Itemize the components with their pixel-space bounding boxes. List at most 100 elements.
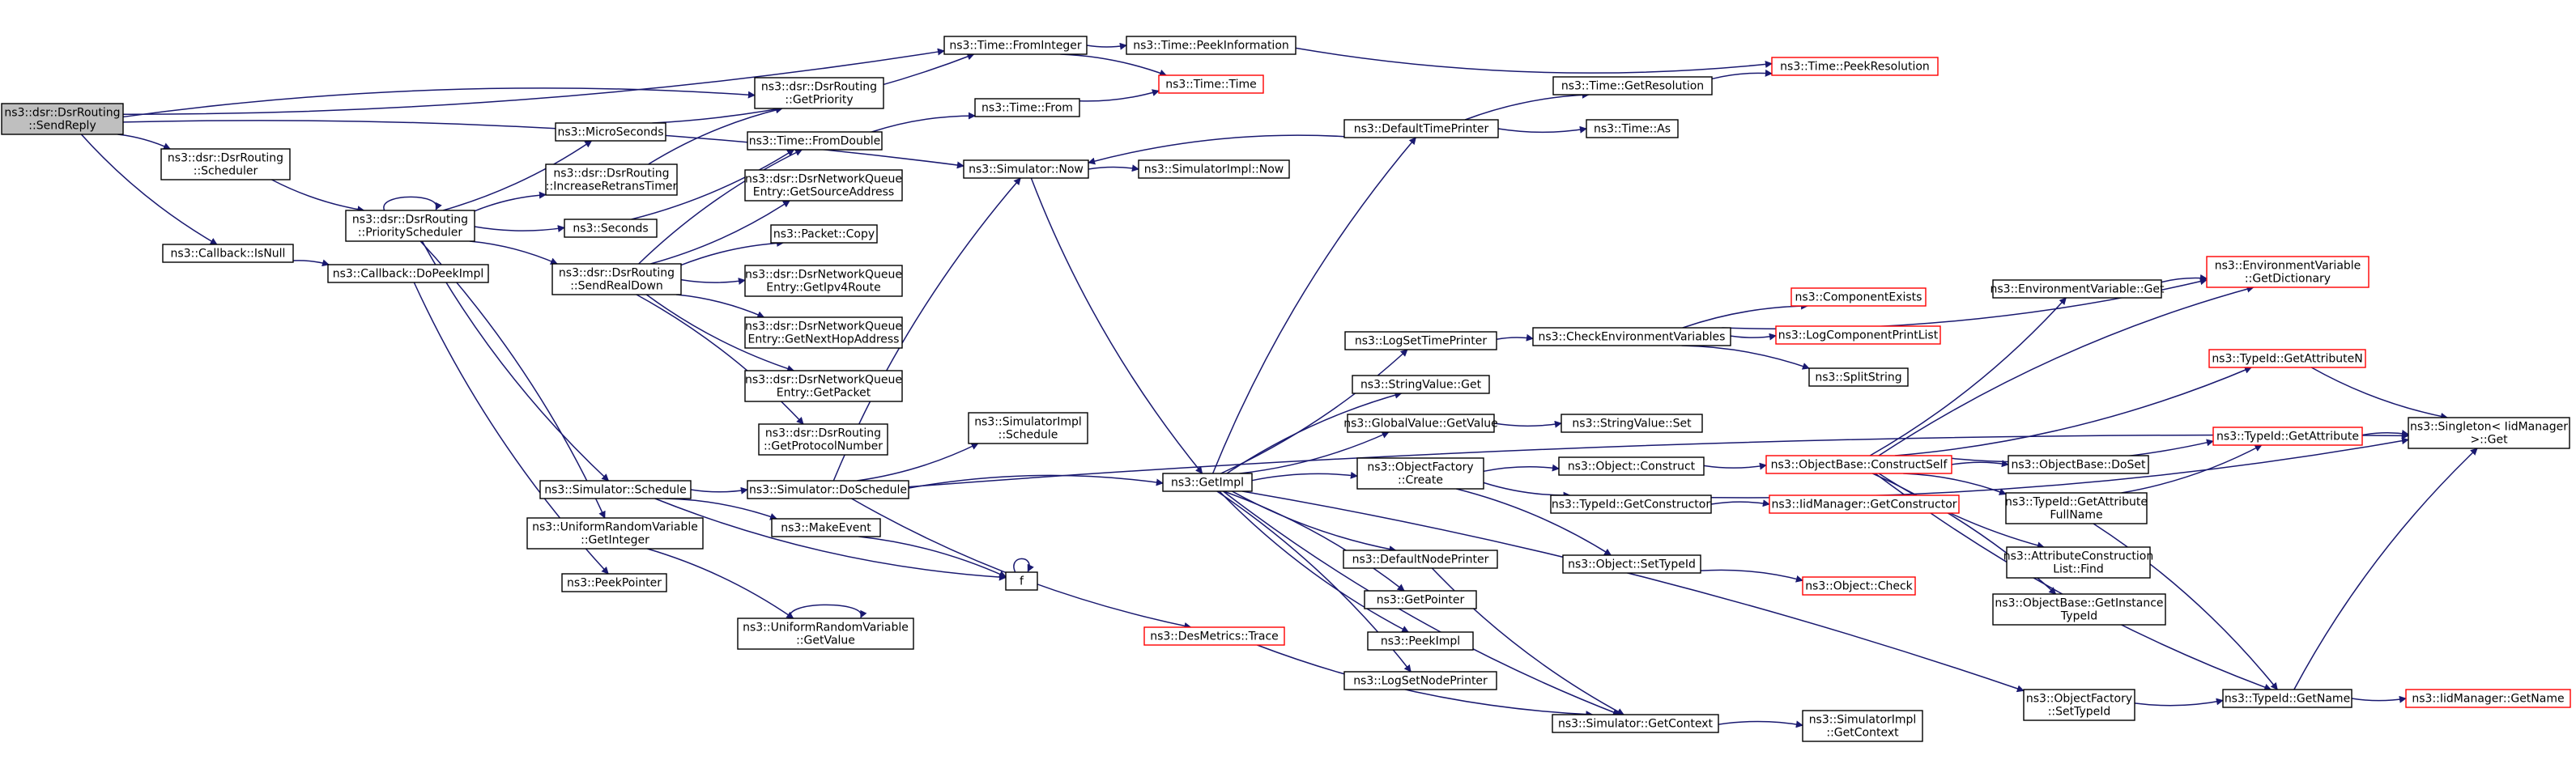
node-microseconds[interactable]: ns3::MicroSeconds — [555, 122, 666, 142]
node-objectBaseConstructSelf[interactable]: ns3::ObjectBase::ConstructSelf — [1765, 455, 1952, 474]
node-timeGetRes[interactable]: ns3::Time::GetResolution — [1552, 76, 1713, 96]
node-defaultNodePrinter[interactable]: ns3::DefaultNodePrinter — [1343, 550, 1498, 569]
node-peekPointer[interactable]: ns3::PeekPointer — [561, 573, 667, 592]
node-label: Entry::GetPacket — [777, 387, 871, 400]
node-label: ns3::LogSetTimePrinter — [1355, 335, 1488, 348]
node-getPacket[interactable]: ns3::dsr::DsrNetworkQueueEntry::GetPacke… — [744, 370, 903, 402]
node-box — [526, 517, 704, 550]
node-checkEnvVars[interactable]: ns3::CheckEnvironmentVariables — [1532, 327, 1731, 346]
node-label: ns3::GetImpl — [1171, 477, 1244, 490]
node-f[interactable]: f — [1005, 571, 1038, 591]
call-edge-typeIdGetAttributeN-to-singletonGet — [2310, 367, 2448, 420]
node-timeAs[interactable]: ns3::Time::As — [1586, 119, 1679, 138]
node-label: ns3::Time::FromDouble — [749, 135, 881, 148]
node-doSchedule[interactable]: ns3::Simulator::DoSchedule — [747, 480, 909, 499]
node-defaultTimePrinter[interactable]: ns3::DefaultTimePrinter — [1343, 119, 1499, 138]
node-box — [1802, 710, 1923, 742]
node-typeIdGetConstructor[interactable]: ns3::TypeId::GetConstructor — [1550, 494, 1712, 514]
node-objectConstruct[interactable]: ns3::Object::Construct — [1558, 456, 1705, 476]
node-increaseRetrans[interactable]: ns3::dsr::DsrRouting::IncreaseRetransTim… — [545, 163, 678, 196]
node-stringValueGet[interactable]: ns3::StringValue::Get — [1352, 375, 1490, 394]
node-isnull[interactable]: ns3::Callback::IsNull — [162, 244, 294, 263]
node-peekImpl[interactable]: ns3::PeekImpl — [1367, 631, 1474, 651]
node-typeIdGetAttributeN[interactable]: ns3::TypeId::GetAttributeN — [2208, 349, 2366, 368]
node-doPeekImpl[interactable]: ns3::Callback::DoPeekImpl — [327, 264, 489, 283]
node-label: ::SendReply — [28, 120, 96, 133]
node-box — [1356, 457, 1484, 490]
node-iidManagerGetConstructor[interactable]: ns3::IidManager::GetConstructor — [1769, 494, 1960, 514]
node-objectFactorySetTypeId[interactable]: ns3::ObjectFactory::SetTypeId — [2023, 689, 2135, 721]
node-label: ns3::Packet::Copy — [773, 228, 875, 241]
node-simImplNow[interactable]: ns3::SimulatorImpl::Now — [1138, 159, 1290, 179]
call-edge-getImpl-to-defaultNodePrinter — [1232, 490, 1397, 553]
node-label: ns3::dsr::DsrNetworkQueue — [745, 320, 902, 333]
node-typeIdGetAttribute[interactable]: ns3::TypeId::GetAttribute — [2212, 427, 2363, 446]
node-envVarGet[interactable]: ns3::EnvironmentVariable::Get — [1991, 279, 2165, 299]
node-objectCheck[interactable]: ns3::Object::Check — [1802, 576, 1916, 596]
node-box — [2023, 689, 2135, 721]
node-logComponentPrintList[interactable]: ns3::LogComponentPrintList — [1775, 325, 1941, 345]
node-getIpv4Route[interactable]: ns3::dsr::DsrNetworkQueueEntry::GetIpv4R… — [744, 265, 903, 297]
node-getProtocolNumber[interactable]: ns3::dsr::DsrRouting::GetProtocolNumber — [758, 423, 888, 456]
node-label: ns3::LogSetNodePrinter — [1353, 675, 1488, 688]
node-envVarGetDict[interactable]: ns3::EnvironmentVariable::GetDictionary — [2206, 256, 2369, 288]
call-arrow — [1710, 499, 1770, 507]
call-arrow — [636, 294, 804, 425]
node-logSetNodePrinter[interactable]: ns3::LogSetNodePrinter — [1343, 671, 1497, 690]
node-timeFrom[interactable]: ns3::Time::From — [974, 98, 1080, 117]
node-desMetrics[interactable]: ns3::DesMetrics::Trace — [1143, 626, 1285, 646]
node-prioritySched[interactable]: ns3::dsr::DsrRouting::PriorityScheduler — [345, 210, 475, 242]
node-box — [1344, 331, 1497, 350]
node-componentExists[interactable]: ns3::ComponentExists — [1790, 287, 1927, 307]
call-arrow — [650, 200, 790, 265]
node-simImplSchedule[interactable]: ns3::SimulatorImpl::Schedule — [968, 412, 1088, 444]
node-box — [1561, 414, 1703, 433]
node-iidManagerGetName[interactable]: ns3::IidManager::GetName — [2405, 689, 2571, 708]
node-uniformGetValue[interactable]: ns3::UniformRandomVariable::GetValue — [737, 618, 914, 650]
node-simSchedule[interactable]: ns3::Simulator::Schedule — [539, 480, 692, 499]
node-simGetContext[interactable]: ns3::Simulator::GetContext — [1552, 714, 1719, 733]
node-box — [1552, 714, 1719, 733]
node-scheduler[interactable]: ns3::dsr::DsrRouting::Scheduler — [160, 148, 291, 180]
node-timePeekRes[interactable]: ns3::Time::PeekResolution — [1771, 57, 1939, 76]
node-timeFromDouble[interactable]: ns3::Time::FromDouble — [747, 131, 883, 151]
node-getSourceAddress[interactable]: ns3::dsr::DsrNetworkQueueEntry::GetSourc… — [744, 169, 903, 202]
node-makeEvent[interactable]: ns3::MakeEvent — [771, 518, 881, 537]
node-sendRealDown[interactable]: ns3::dsr::DsrRouting::SendRealDown — [551, 263, 682, 295]
node-label: ns3::Object::SetTypeId — [1568, 558, 1696, 571]
node-label: ns3::dsr::DsrNetworkQueue — [745, 269, 902, 282]
node-getPriority[interactable]: ns3::dsr::DsrRouting::GetPriority — [754, 77, 884, 109]
node-splitString[interactable]: ns3::SplitString — [1808, 367, 1909, 387]
node-globalValueGetValue[interactable]: ns3::GlobalValue::GetValue — [1343, 414, 1498, 433]
call-edge-simNow-to-simImplNow — [1088, 164, 1139, 172]
call-edge-simGetContext-to-simImplGetContext — [1718, 720, 1803, 728]
node-objectSetTypeId[interactable]: ns3::Object::SetTypeId — [1562, 554, 1701, 574]
node-label: ns3::Time::PeekResolution — [1780, 61, 1930, 74]
node-timePeekInfo[interactable]: ns3::Time::PeekInformation — [1126, 36, 1297, 55]
node-stringValueSet[interactable]: ns3::StringValue::Set — [1561, 414, 1703, 433]
node-objectBaseDoSet[interactable]: ns3::ObjectBase::DoSet — [2008, 455, 2149, 474]
node-logSetTimePrinter[interactable]: ns3::LogSetTimePrinter — [1344, 331, 1497, 350]
call-edge-objectBaseConstructSelf-to-objectBaseDoSet — [1951, 460, 2009, 468]
node-getNextHop[interactable]: ns3::dsr::DsrNetworkQueueEntry::GetNextH… — [744, 316, 903, 349]
node-getImpl[interactable]: ns3::GetImpl — [1162, 473, 1253, 492]
node-timeTime[interactable]: ns3::Time::Time — [1158, 74, 1264, 94]
node-box — [968, 412, 1088, 444]
node-typeIdGetName[interactable]: ns3::TypeId::GetName — [2222, 689, 2352, 708]
node-packetCopy[interactable]: ns3::Packet::Copy — [770, 224, 878, 244]
call-edge-getImpl-to-defaultTimePrinter — [1211, 137, 1416, 474]
node-singletonGet[interactable]: ns3::Singleton< IidManager >::Get — [2408, 417, 2570, 449]
node-simImplGetContext[interactable]: ns3::SimulatorImpl::GetContext — [1802, 710, 1923, 742]
node-box — [747, 131, 883, 151]
node-sendreply[interactable]: ns3::dsr::DsrRouting::SendReply — [1, 103, 124, 135]
node-getPointer[interactable]: ns3::GetPointer — [1364, 590, 1477, 609]
node-timeFromInteger[interactable]: ns3::Time::FromInteger — [943, 36, 1088, 55]
node-seconds[interactable]: ns3::Seconds — [564, 219, 658, 238]
node-uniformGetInteger[interactable]: ns3::UniformRandomVariable::GetInteger — [526, 517, 704, 550]
node-objectFactoryCreate[interactable]: ns3::ObjectFactory::Create — [1356, 457, 1484, 490]
call-edge-doSchedule-to-desMetrics — [851, 498, 1192, 630]
node-simNow[interactable]: ns3::Simulator::Now — [963, 159, 1089, 179]
